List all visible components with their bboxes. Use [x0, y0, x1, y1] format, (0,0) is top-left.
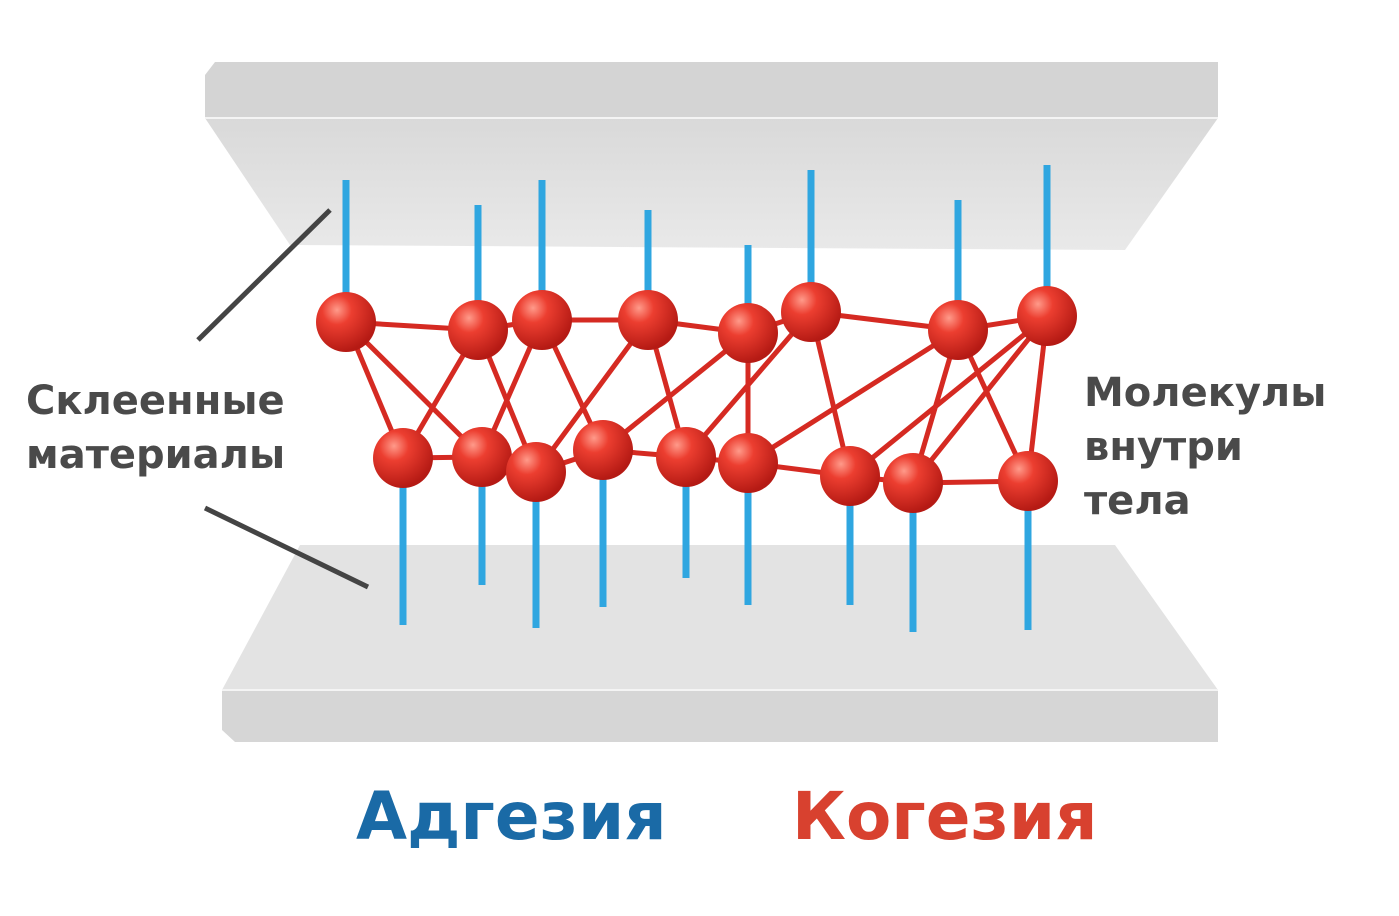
molecule-ball — [1017, 286, 1077, 346]
molecule-ball — [718, 303, 778, 363]
cohesion-bond — [344, 320, 484, 459]
label-line: Молекулы — [1084, 370, 1327, 416]
pointer-line-bottom — [203, 505, 370, 590]
molecule-ball — [573, 420, 633, 480]
cohesion-bond — [911, 314, 1049, 485]
molecule-ball — [998, 451, 1058, 511]
bottom-plate — [222, 545, 1218, 742]
cohesion-bond — [746, 327, 960, 466]
molecule-ball — [512, 290, 572, 350]
molecule-ball — [316, 292, 376, 352]
molecule-ball — [452, 427, 512, 487]
cohesion-bond — [684, 310, 813, 459]
molecule-ball — [781, 282, 841, 342]
label-line: Склеенные — [26, 378, 285, 424]
top-plate — [205, 62, 1218, 250]
molecule-ball — [718, 433, 778, 493]
molecules — [316, 282, 1077, 513]
glued-materials-label: Склеенные материалы — [26, 374, 285, 482]
label-line: тела — [1084, 478, 1191, 524]
molecule-ball — [820, 446, 880, 506]
cohesion-title: Когезия — [792, 778, 1098, 855]
molecule-ball — [373, 428, 433, 488]
molecule-ball — [883, 453, 943, 513]
pointer-line-top — [196, 208, 332, 342]
molecule-ball — [506, 442, 566, 502]
molecule-ball — [448, 300, 508, 360]
adhesion-title: Адгезия — [356, 778, 667, 855]
cohesion-bond — [601, 331, 750, 452]
molecule-ball — [618, 290, 678, 350]
molecule-ball — [928, 300, 988, 360]
cohesion-bond — [533, 318, 651, 474]
cohesion-bond — [848, 314, 1049, 478]
molecule-ball — [656, 427, 716, 487]
label-line: внутри — [1084, 424, 1243, 470]
molecules-inside-label: Молекулы внутри тела — [1084, 366, 1326, 528]
label-line: материалы — [26, 432, 286, 478]
